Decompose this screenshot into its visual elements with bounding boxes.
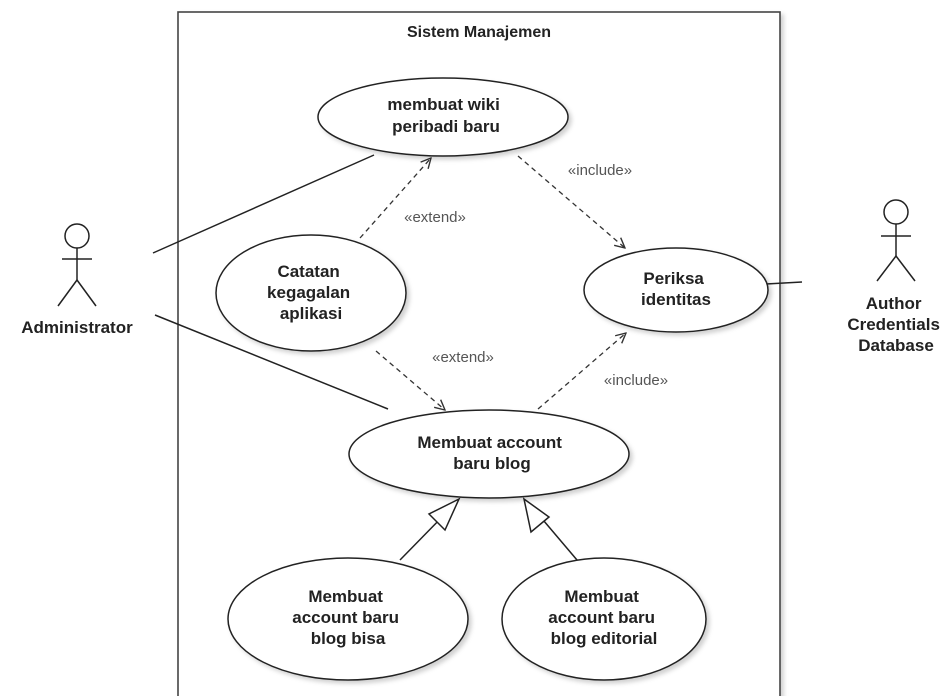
include-account-periksa	[537, 333, 626, 410]
use-case-bisa-label: Membuat account baru blog bisa	[292, 587, 403, 648]
use-case-catatan-label: Catatan kegagalan aplikasi	[267, 262, 355, 323]
generalization-editorial-account	[522, 497, 578, 561]
actor-administrator: Administrator	[21, 223, 133, 337]
use-case-periksa-label: Periksa identitas	[641, 269, 711, 309]
use-case-editorial: Membuat account baru blog editorial	[501, 557, 707, 681]
use-case-account: Membuat account baru blog	[348, 409, 630, 499]
extend-label-top: «extend»	[404, 209, 466, 226]
use-case-wiki: membuat wiki peribadi baru	[317, 77, 569, 157]
extend-catatan-account	[375, 350, 445, 410]
use-case-bisa: Membuat account baru blog bisa	[227, 557, 469, 681]
association-admin-account	[154, 314, 389, 410]
use-case-wiki-label: membuat wiki peribadi baru	[387, 95, 504, 136]
actor-author-db-label: Author Credentials Database	[847, 294, 944, 355]
use-case-editorial-label: Membuat account baru blog editorial	[548, 587, 659, 648]
association-periksa-authordb	[765, 281, 803, 285]
actor-stick-figure-icon	[57, 223, 97, 307]
include-wiki-periksa	[517, 155, 625, 248]
use-case-catatan: Catatan kegagalan aplikasi	[215, 234, 407, 352]
include-label-top: «include»	[568, 162, 632, 179]
use-case-periksa: Periksa identitas	[583, 247, 769, 333]
actor-author-credentials-database: Author Credentials Database	[847, 199, 944, 355]
use-case-account-label: Membuat account baru blog	[417, 433, 566, 473]
generalization-bisa-account	[399, 497, 461, 561]
association-admin-wiki	[152, 154, 375, 254]
include-label-bottom: «include»	[604, 372, 668, 389]
actor-stick-figure-icon	[876, 199, 916, 282]
system-title: Sistem Manajemen	[407, 24, 551, 41]
extend-label-bottom: «extend»	[432, 349, 494, 366]
actor-administrator-label: Administrator	[21, 318, 133, 337]
